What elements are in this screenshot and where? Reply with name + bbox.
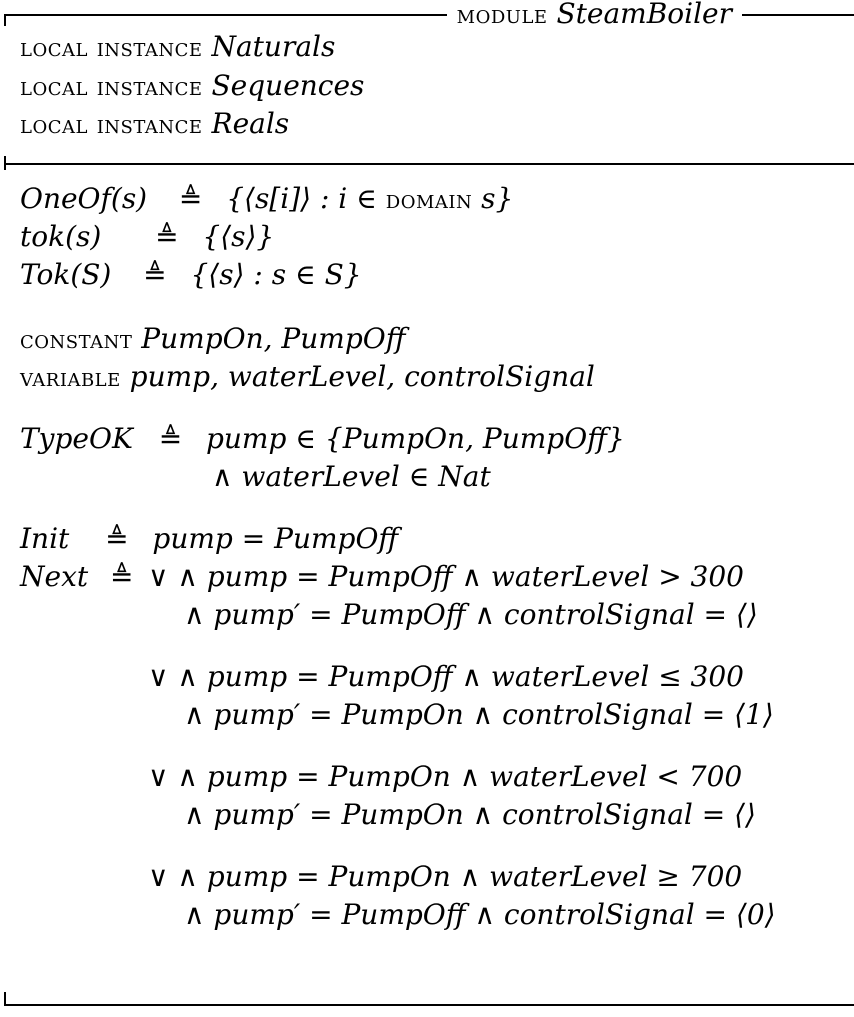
next-case-3-line-1: ∨ ∧ pump = PumpOn ∧ waterLevel < 700 [148, 760, 743, 793]
instance-name: Naturals [211, 30, 336, 63]
instance-line-1: local instance Naturals [20, 30, 335, 65]
def-tok: tok(s) ≜ {⟨s⟩} [20, 220, 275, 253]
instance-keyword: local instance [20, 72, 203, 102]
typeok-line-1: TypeOK ≜ pump ∈ {PumpOn, PumpOff} [20, 422, 625, 455]
instance-line-3: local instance Reals [20, 107, 289, 142]
separator-left-tick [4, 156, 6, 170]
module-top-left-tick [4, 14, 6, 26]
instance-keyword: local instance [20, 33, 203, 63]
module-keyword: module [456, 0, 548, 30]
typeok-line-2: ∧ waterLevel ∈ Nat [212, 460, 491, 493]
instance-keyword: local instance [20, 110, 203, 140]
next-case-1-line-1: ∨ ∧ pump = PumpOff ∧ waterLevel > 300 [148, 560, 744, 593]
instance-name: Reals [211, 107, 290, 140]
next-case-2-line-1: ∨ ∧ pump = PumpOff ∧ waterLevel ≤ 300 [148, 660, 744, 693]
instance-line-2: local instance Sequences [20, 69, 364, 104]
module-header: module SteamBoiler [446, 0, 742, 32]
def-Tok: Tok(S) ≜ {⟨s⟩ : s ∈ S} [20, 258, 362, 291]
next-case-3-line-2: ∧ pump′ = PumpOn ∧ controlSignal = ⟨⟩ [184, 798, 756, 831]
next-case-2-line-2: ∧ pump′ = PumpOn ∧ controlSignal = ⟨1⟩ [184, 698, 774, 731]
extends-separator [4, 163, 854, 165]
next-case-1-line-2: ∧ pump′ = PumpOff ∧ controlSignal = ⟨⟩ [184, 598, 758, 631]
module-bottom-rule [4, 1004, 854, 1006]
next-case-4-line-1: ∨ ∧ pump = PumpOn ∧ waterLevel ≥ 700 [148, 860, 743, 893]
variable-decl: variable pump, waterLevel, controlSignal [20, 360, 595, 393]
next-def-head: Next ≜ [20, 560, 134, 593]
def-oneof: OneOf(s) ≜ {⟨s[i]⟩ : i ∈ domain s} [20, 182, 514, 215]
constant-decl: constant PumpOn, PumpOff [20, 322, 406, 355]
init-def: Init ≜ pump = PumpOff [20, 522, 399, 555]
instance-name: Sequences [211, 69, 365, 102]
module-name: SteamBoiler [556, 0, 732, 30]
module-top-rule [4, 14, 854, 16]
next-case-4-line-2: ∧ pump′ = PumpOff ∧ controlSignal = ⟨0⟩ [184, 898, 776, 931]
module-bottom-left-tick [4, 992, 6, 1005]
